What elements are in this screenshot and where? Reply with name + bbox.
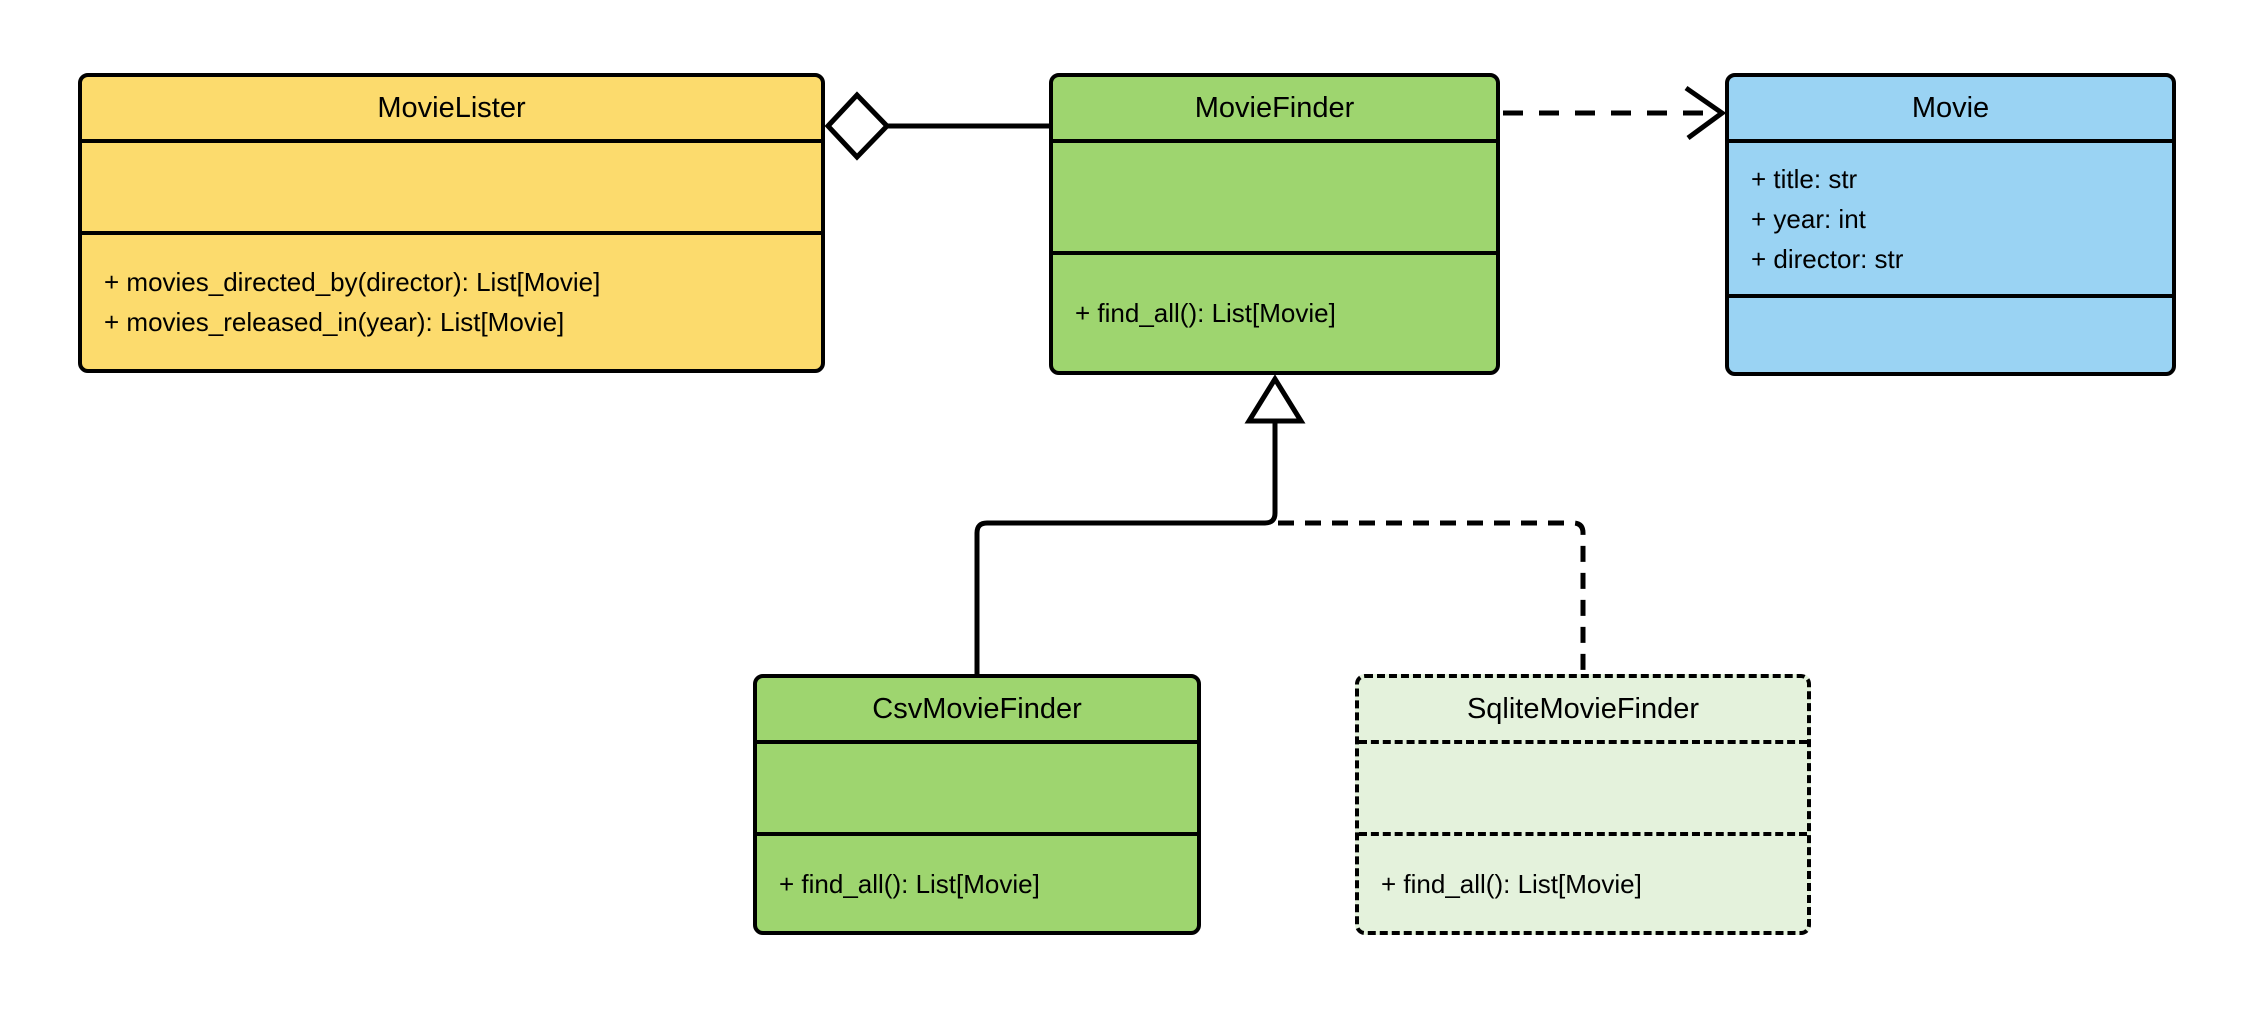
generalization-dashed-path[interactable] <box>1278 520 1586 674</box>
class-title-moviefinder: MovieFinder <box>1053 77 1496 143</box>
aggregation-diamond-icon[interactable] <box>824 91 891 161</box>
method-movies-directed-by: + movies_directed_by(director): List[Mov… <box>104 267 601 297</box>
class-methods-csvmoviefinder: + find_all(): List[Movie] <box>757 836 1197 931</box>
attribute-year: + year: int <box>1751 203 1866 234</box>
class-sqlitemoviefinder[interactable]: SqliteMovieFinder + find_all(): List[Mov… <box>1355 674 1811 935</box>
method-movies-released-in: + movies_released_in(year): List[Movie] <box>104 307 565 337</box>
class-attributes-csvmoviefinder <box>757 744 1197 836</box>
class-movielister[interactable]: MovieLister + movies_directed_by(directo… <box>78 73 825 373</box>
class-title-csvmoviefinder: CsvMovieFinder <box>757 678 1197 744</box>
generalization-triangle-icon[interactable] <box>1244 374 1306 424</box>
attribute-title: + title: str <box>1751 163 1858 194</box>
aggregation-edge-movielister-moviefinder[interactable] <box>824 91 1049 161</box>
generalization-solid-path[interactable] <box>974 421 1278 674</box>
dependency-edge-moviefinder-movie[interactable] <box>1503 85 1727 141</box>
attribute-director: + director: str <box>1751 243 1904 274</box>
class-moviefinder[interactable]: MovieFinder + find_all(): List[Movie] <box>1049 73 1500 375</box>
class-attributes-movielister <box>82 143 821 235</box>
class-attributes-moviefinder <box>1053 143 1496 255</box>
method-find-all-csvmoviefinder: + find_all(): List[Movie] <box>779 868 1040 899</box>
dependency-open-arrowhead-icon[interactable] <box>1684 85 1727 141</box>
class-title-movielister: MovieLister <box>82 77 821 143</box>
class-title-sqlitemoviefinder: SqliteMovieFinder <box>1359 678 1807 744</box>
class-title-movie: Movie <box>1729 77 2172 143</box>
generalization-edge-csvmoviefinder-moviefinder[interactable] <box>974 374 1306 674</box>
class-methods-movie <box>1729 298 2172 372</box>
class-methods-moviefinder: + find_all(): List[Movie] <box>1053 255 1496 371</box>
method-find-all-moviefinder: + find_all(): List[Movie] <box>1075 298 1336 328</box>
method-find-all-sqlitemoviefinder: + find_all(): List[Movie] <box>1381 868 1642 899</box>
class-methods-sqlitemoviefinder: + find_all(): List[Movie] <box>1359 836 1807 931</box>
generalization-dashed-edge-sqlitemoviefinder-moviefinder[interactable] <box>1278 520 1586 674</box>
class-movie[interactable]: Movie + title: str + year: int + directo… <box>1725 73 2176 376</box>
class-attributes-movie: + title: str + year: int + director: str <box>1729 143 2172 298</box>
class-methods-movielister: + movies_directed_by(director): List[Mov… <box>82 235 821 369</box>
class-csvmoviefinder[interactable]: CsvMovieFinder + find_all(): List[Movie] <box>753 674 1201 935</box>
class-attributes-sqlitemoviefinder <box>1359 744 1807 836</box>
